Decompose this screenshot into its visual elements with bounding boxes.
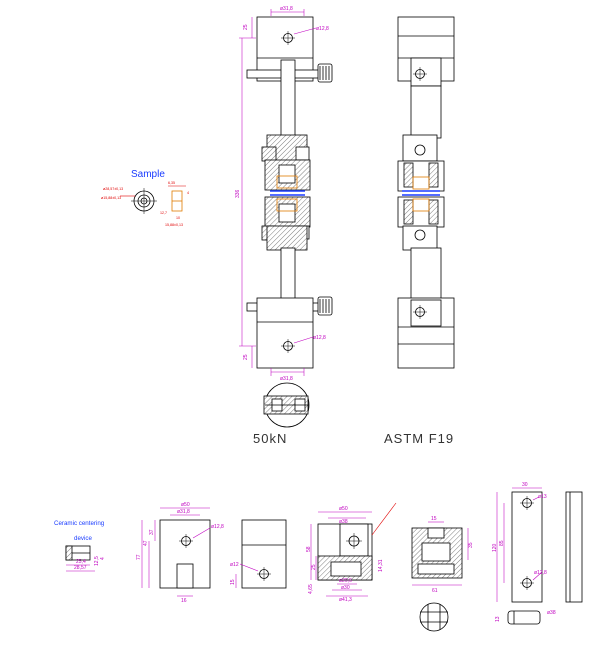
clevis-dim-h2: 37: [149, 529, 155, 535]
link-detail: 30 ø13 120 85 ø12,8 ø38 13: [492, 482, 583, 625]
sample-dim-w2: 12,7: [160, 211, 167, 215]
side-bottom-rod: [410, 247, 442, 301]
clevis-dim-outer: ø50: [181, 502, 190, 508]
link-side-body: [565, 491, 583, 603]
cap-dim-top: 15: [431, 516, 437, 522]
holder-dim-thread: 14,31: [378, 559, 384, 572]
holder-dim-base: 4,65: [308, 584, 314, 594]
cap-dim-width: 61: [432, 588, 438, 594]
ceramic-dim-h2: 4: [100, 557, 106, 560]
dim-bottom-offset: 25: [243, 354, 249, 360]
link-dim-hole-top: ø13: [538, 494, 547, 500]
clevis-dim-inner: ø31,8: [177, 509, 190, 515]
clevis-dim-height: 77: [136, 554, 142, 560]
upper-screw-left: [261, 146, 277, 162]
side-upper-hole: [414, 144, 426, 156]
sample-dim-w4: 4: [187, 191, 189, 195]
clevis-side-dim-hole: ø12: [230, 562, 239, 568]
ceramic-subtitle: device: [74, 535, 92, 542]
clevis-slot: [176, 563, 194, 589]
link-dim-length: 120: [492, 543, 498, 552]
bottom-clevis: [256, 297, 314, 369]
clevis-side-detail: ø12 15: [230, 519, 287, 589]
cap-detail: 15 35 61: [411, 516, 474, 632]
holder-dim-d1: ø20,6: [339, 578, 352, 584]
cap-dim-side: 35: [468, 542, 474, 548]
link-dim-width: 30: [522, 482, 528, 488]
dim-overall-length: 336: [235, 189, 241, 198]
clevis-dim-h1: 47: [143, 540, 149, 546]
ceramic-dim-d1: 25,4: [76, 559, 86, 565]
lower-sample-seat: [276, 198, 298, 212]
standard-label: ASTM F19: [384, 431, 454, 446]
ceramic-centering-detail: Ceramic centering device 25,4 28,57 12,5…: [54, 520, 106, 572]
dim-top-hole: ø12,8: [316, 26, 329, 32]
side-view-assembly: [397, 16, 455, 369]
holder-dim-inner: ø38: [339, 519, 348, 525]
clevis-detail: ø50 ø31,8 ø12,8 77 47 37 16: [136, 502, 224, 604]
upper-sample-seat: [276, 175, 298, 189]
front-view-assembly: ø31,8 25 ø12,8 336 25 ø12,8 ø31,8: [235, 6, 333, 428]
clevis-dim-slot: 16: [181, 598, 187, 604]
side-lower-hole: [414, 229, 426, 241]
link-dim-hole-bottom: ø12,8: [534, 570, 547, 576]
load-rating-label: 50kN: [253, 431, 287, 446]
top-pin-knob: [317, 63, 333, 83]
link-pin: [507, 610, 541, 625]
sample-dim-w1: 6,35: [168, 181, 175, 185]
side-top-rod: [410, 85, 442, 139]
sample-dim-d2: ø15,88±0,13: [101, 196, 121, 200]
link-dim-pitch: 85: [499, 540, 505, 546]
holder-detail: ø50 ø38 58 25 4,65 14,31 ø20,6 ø30 ø41,3: [306, 502, 397, 603]
sample-dim-d1: ø28,57±0,13: [103, 187, 123, 191]
clevis-side-dim-offset: 15: [230, 579, 236, 585]
holder-dim-d3: ø41,3: [339, 597, 352, 603]
bottom-pin-knob: [317, 296, 333, 316]
sample-dim-w3: 15,88±0,13: [165, 223, 183, 227]
ceramic-dim-h1: 12,5: [94, 556, 100, 566]
ceramic-title: Ceramic centering: [54, 520, 105, 527]
holder-dim-h1: 58: [306, 546, 312, 552]
sample-label: Sample: [131, 169, 165, 180]
dim-top-offset: 25: [243, 24, 249, 30]
holder-dim-h2: 25: [311, 564, 317, 570]
dim-bottom-width: ø31,8: [280, 376, 293, 382]
dim-top-width: ø31,8: [280, 6, 293, 12]
sample-dim-w5: 10: [176, 216, 180, 220]
holder-dim-d2: ø30: [341, 585, 350, 591]
top-rod: [280, 59, 296, 139]
holder-dim-outer: ø50: [339, 506, 348, 512]
sample-detail: Sample ø28,57±0,13 ø15,88±0,13 6,35 4 12…: [101, 169, 189, 227]
dim-bottom-hole: ø12,8: [313, 335, 326, 341]
clevis-dim-hole: ø12,8: [211, 524, 224, 530]
ceramic-dim-d2: 28,57: [74, 565, 87, 571]
holder-leader: [371, 502, 397, 536]
link-dim-pin-dia: 13: [495, 616, 501, 622]
bottom-rod: [280, 247, 296, 305]
lower-grip-housing: [266, 225, 308, 251]
link-dim-pin-length: ø38: [547, 610, 556, 616]
cap-top-view: [419, 602, 449, 632]
